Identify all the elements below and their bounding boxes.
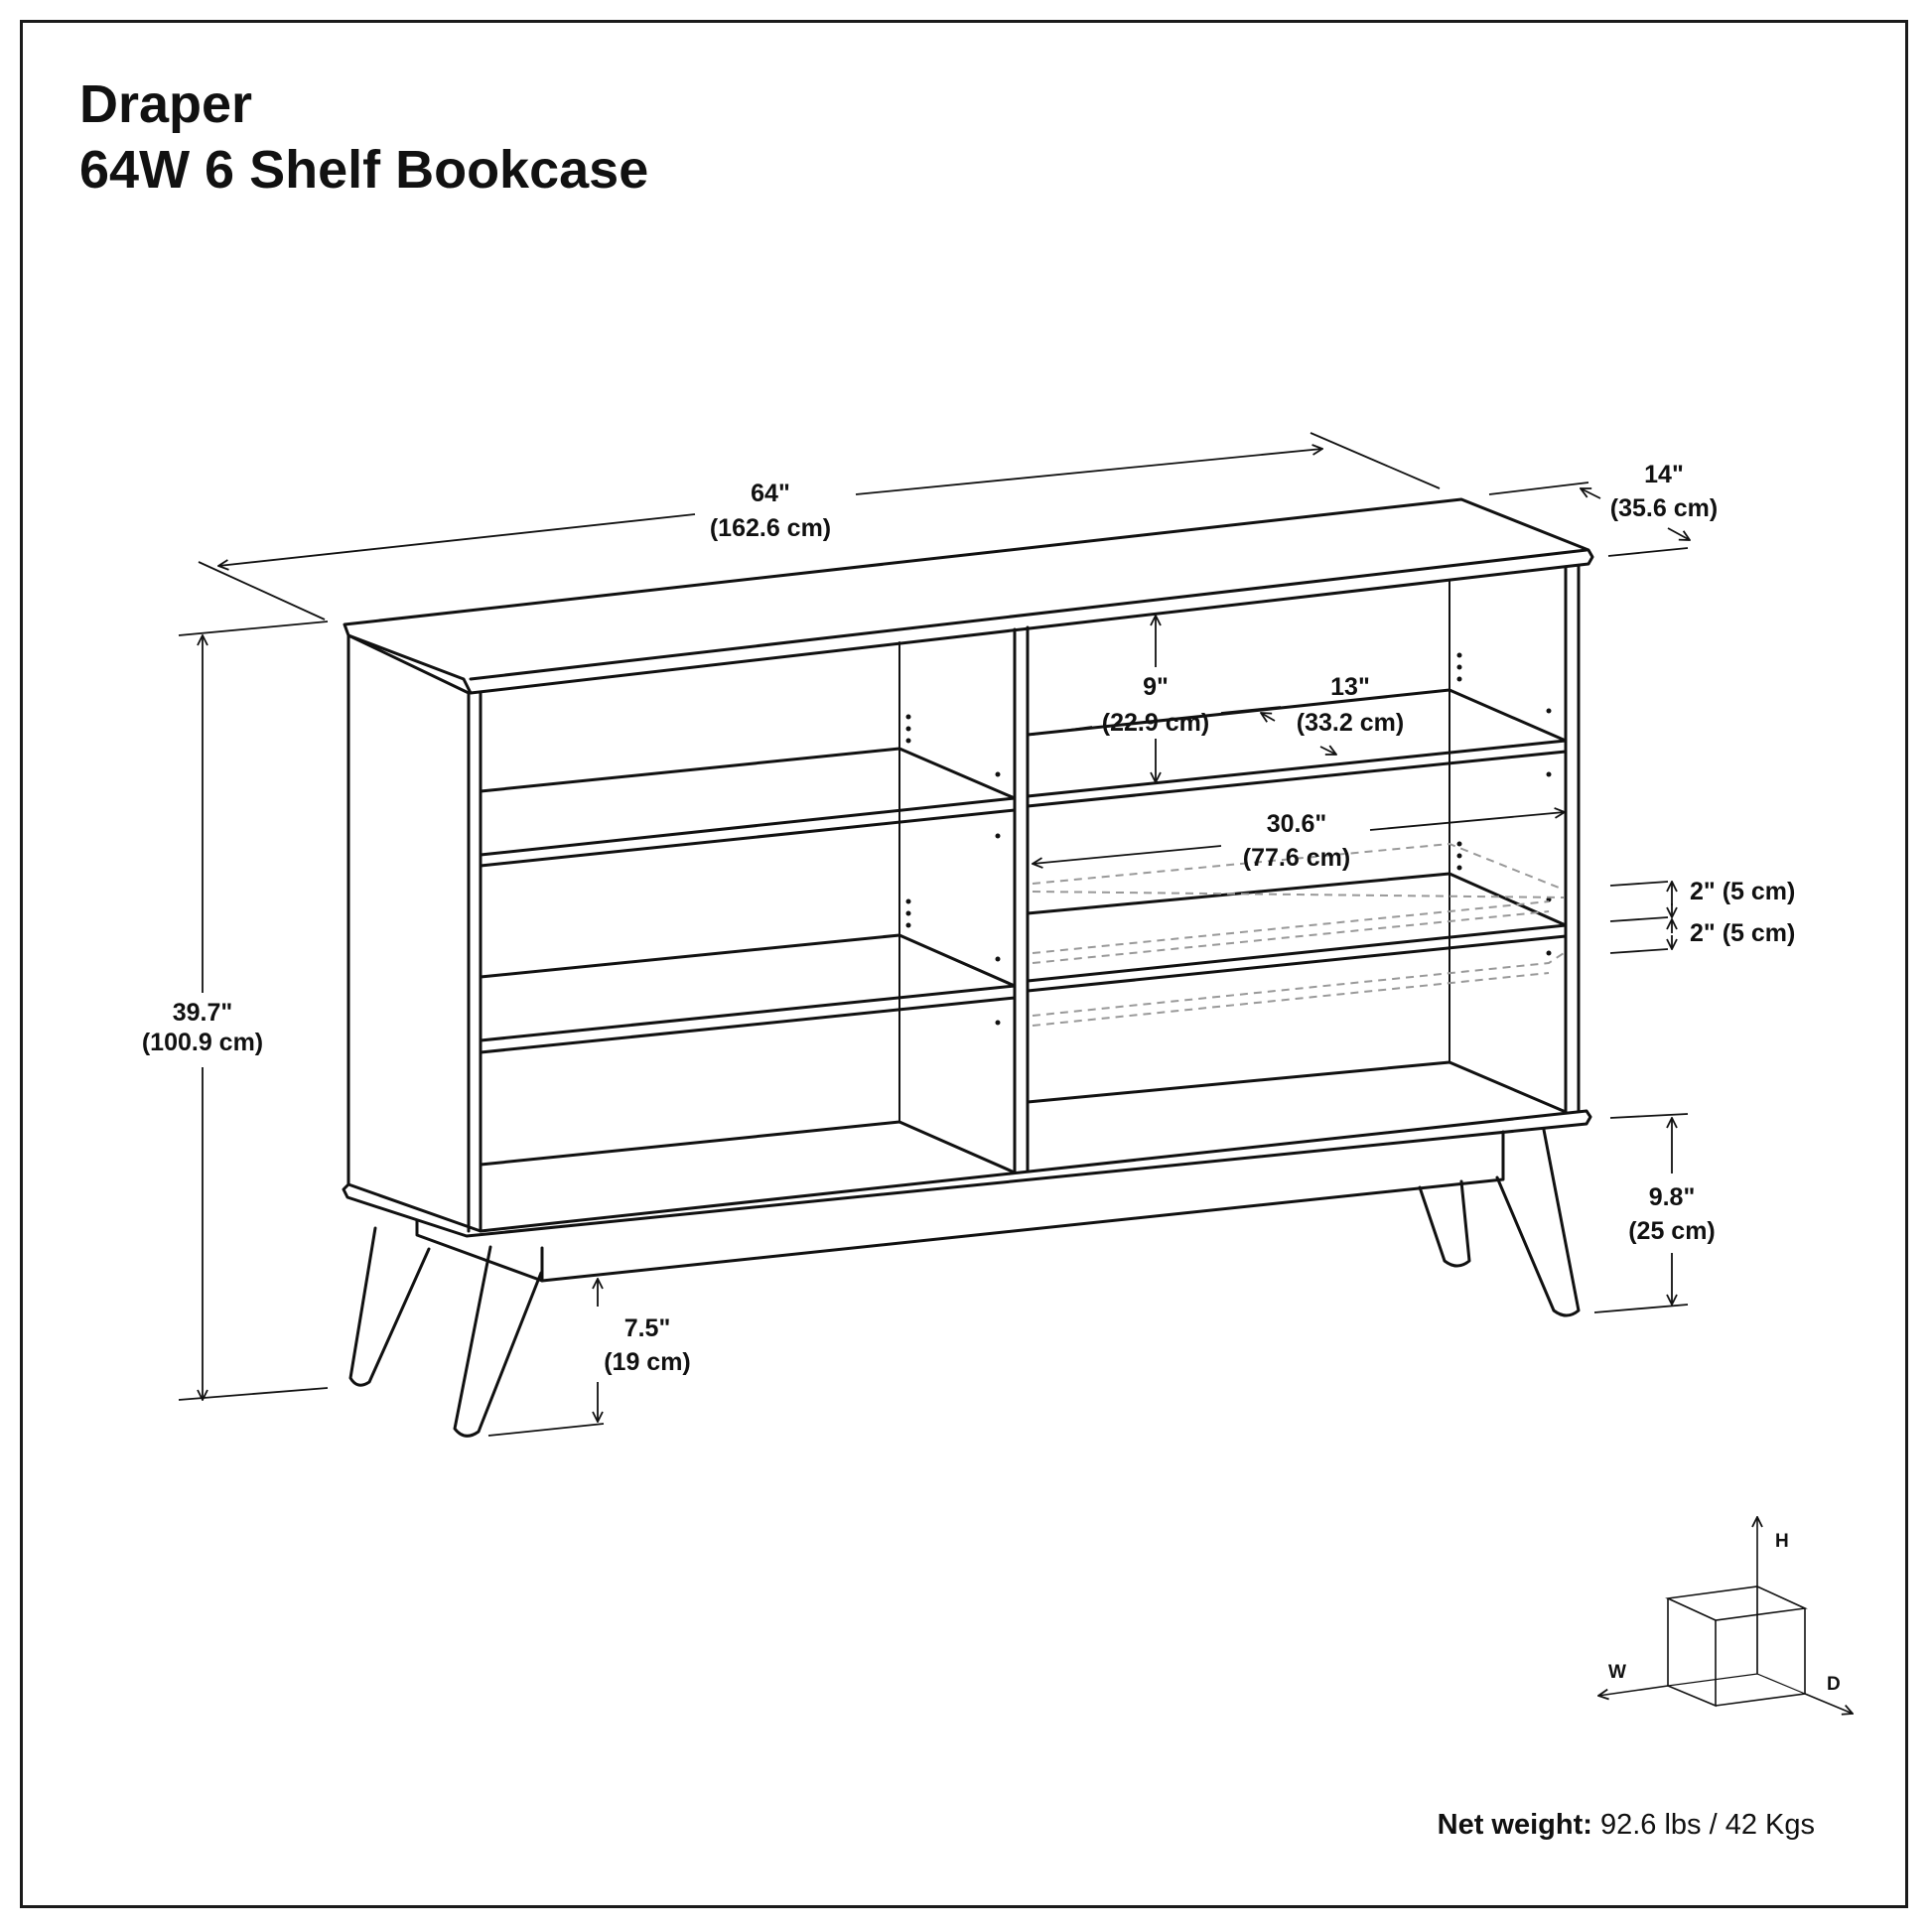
adjust-2-label: 2" (5 cm) [1690,919,1795,947]
axis-cube-icon [1598,1517,1853,1714]
dimension-lines [178,432,1690,1437]
leg-back-imperial: 9.8" [1649,1183,1696,1211]
height-imperial: 39.7" [173,999,233,1027]
shelf-depth-imperial: 13" [1330,673,1370,701]
shelf-height-metric: (22.9 cm) [1102,709,1209,737]
left-shelves [479,747,1017,1174]
bookcase-body [342,497,1594,1438]
shelf-depth-metric: (33.2 cm) [1297,709,1404,737]
depth-imperial: 14" [1644,461,1684,488]
depth-metric: (35.6 cm) [1610,494,1718,522]
product-subtitle: 64W 6 Shelf Bookcase [79,140,649,200]
bottom-plinth [342,1109,1592,1238]
shelf-width-metric: (77.6 cm) [1243,844,1350,872]
net-weight: Net weight: 92.6 lbs / 42 Kgs [1438,1809,1815,1842]
product-name: Draper [79,74,253,134]
height-metric: (100.9 cm) [142,1029,263,1056]
top-panel [343,497,1594,695]
shelf-width-imperial: 30.6" [1267,810,1327,838]
center-divider [1013,625,1030,1174]
width-imperial: 64" [751,480,790,507]
product-title: Draper 64W 6 Shelf Bookcase [79,71,648,203]
adjustable-shelf-positions [1032,842,1565,1027]
axis-h-label: H [1775,1531,1789,1552]
axis-d-label: D [1827,1674,1841,1695]
dimension-labels: 64" (162.6 cm) 14" (35.6 cm) 39.7" (100.… [142,461,1795,1376]
left-side-panel [346,633,471,1233]
right-shelves [1026,688,1568,1114]
net-weight-label: Net weight: [1437,1809,1592,1841]
net-weight-value: 92.6 lbs / 42 Kgs [1599,1809,1815,1841]
axis-w-label: W [1608,1662,1626,1683]
leg-front-imperial: 7.5" [624,1314,671,1342]
leg-front-metric: (19 cm) [604,1348,691,1376]
adjust-1-label: 2" (5 cm) [1690,878,1795,905]
legs [348,1128,1581,1438]
width-metric: (162.6 cm) [710,514,831,542]
page-frame [20,20,1908,1908]
shelf-height-imperial: 9" [1143,673,1169,701]
leg-back-metric: (25 cm) [1628,1217,1716,1245]
